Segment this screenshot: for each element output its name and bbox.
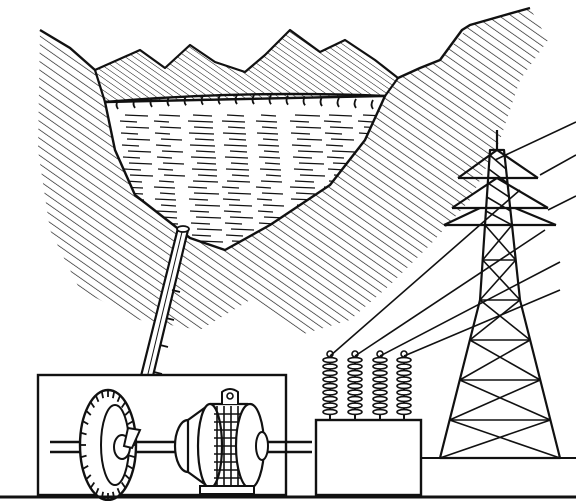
transformer <box>316 351 421 495</box>
distant-mountains <box>95 30 398 102</box>
